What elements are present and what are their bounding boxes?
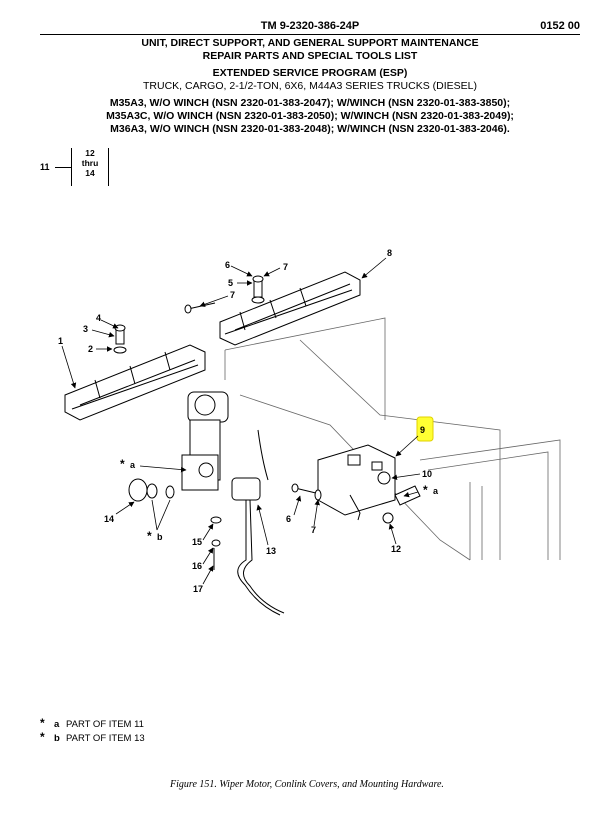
note-b-letter: b [54, 733, 60, 744]
note-star-a-right: * [423, 483, 428, 497]
callout-1: 1 [58, 336, 63, 346]
callout-14: 14 [104, 514, 114, 524]
wiper-knob [128, 478, 175, 502]
callout-7-upper-right: 7 [283, 262, 288, 272]
mounting-bracket [317, 444, 396, 521]
conlink-cover-upper [219, 271, 361, 346]
note-row-b: * b PART OF ITEM 13 [40, 731, 145, 745]
note-a-letter: a [54, 719, 60, 730]
note-b-star: * [40, 730, 45, 744]
callout-12: 12 [391, 544, 401, 554]
range-thru: thru [81, 158, 99, 168]
bolts-left [113, 324, 127, 354]
title-block: UNIT, DIRECT SUPPORT, AND GENERAL SUPPOR… [40, 37, 580, 135]
reference-item-label: 11 [40, 162, 50, 172]
callout-6-upper: 6 [225, 260, 230, 270]
title-line-2: REPAIR PARTS AND SPECIAL TOOLS LIST [202, 49, 418, 62]
note-star-b: * [147, 529, 152, 543]
note-letter-a-right: a [433, 486, 439, 496]
title-line-1: UNIT, DIRECT SUPPORT, AND GENERAL SUPPOR… [141, 37, 479, 49]
callout-9: 9 [420, 425, 425, 435]
range-start: 12 [85, 148, 95, 158]
note-b-text: PART OF ITEM 13 [66, 733, 145, 744]
note-star-a-left: * [120, 457, 125, 471]
note-row-a: * a PART OF ITEM 11 [40, 717, 145, 731]
wiper-motor [181, 391, 269, 491]
conlink-cover-lower [64, 344, 206, 421]
bolts-upper [184, 275, 265, 314]
reference-leader [55, 167, 71, 168]
title-line-5: M35A3, W/O WINCH (NSN 2320-01-383-2047);… [109, 97, 511, 110]
callout-17: 17 [193, 584, 203, 594]
title-line-4: TRUCK, CARGO, 2-1/2-TON, 6X6, M44A3 SERI… [143, 79, 477, 92]
callout-13: 13 [266, 546, 276, 556]
callout-5: 5 [228, 278, 233, 288]
callout-6-lower: 6 [286, 514, 291, 524]
tm-number: TM 9-2320-386-24P [260, 20, 360, 32]
callout-7-lower: 7 [311, 525, 316, 535]
cab-outline [224, 317, 561, 561]
note-a-text: PART OF ITEM 11 [66, 719, 144, 730]
callout-10: 10 [422, 469, 432, 479]
header-rule [40, 34, 580, 35]
callout-15: 15 [192, 537, 202, 547]
title-line-6: M35A3C, W/O WINCH (NSN 2320-01-383-2050)… [106, 109, 514, 122]
wiper-linkage [231, 477, 285, 616]
bolts-lower [291, 483, 322, 501]
callout-highlight [416, 416, 434, 442]
callout-7-upper-left: 7 [230, 290, 235, 300]
callout-2: 2 [88, 344, 93, 354]
title-line-7: M36A3, W/O WINCH (NSN 2320-01-383-2048);… [110, 122, 510, 135]
figure-caption: Figure 151. Wiper Motor, Conlink Covers,… [170, 779, 444, 790]
callout-16: 16 [192, 561, 202, 571]
callout-8: 8 [387, 248, 392, 258]
reference-bracket: 12 thru 14 [71, 148, 109, 186]
leader-lines [61, 257, 421, 585]
callout-3: 3 [83, 324, 88, 334]
small-hardware [210, 516, 222, 570]
note-letter-a-left: a [130, 460, 136, 470]
range-end: 14 [85, 168, 95, 178]
callout-4: 4 [96, 313, 101, 323]
note-a-star: * [40, 716, 45, 730]
title-line-3: EXTENDED SERVICE PROGRAM (ESP) [212, 67, 408, 80]
work-package-number: 0152 00 [540, 20, 580, 32]
note-letter-b: b [157, 532, 163, 542]
legend-notes: * a PART OF ITEM 11 * b PART OF ITEM 13 [40, 717, 145, 745]
page-header: TM 9-2320-386-24P 0152 00 [40, 20, 580, 34]
